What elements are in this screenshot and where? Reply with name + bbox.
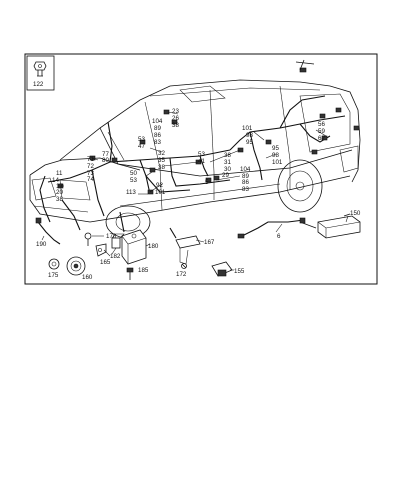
callout: 182 <box>110 253 121 260</box>
callout: 11 <box>56 170 63 177</box>
callout: 89 <box>154 125 161 132</box>
callout: 50 <box>130 170 137 177</box>
callout: 26 <box>172 115 179 122</box>
callout: 98 <box>246 132 253 139</box>
callout: 23 <box>172 108 179 115</box>
callout: 150 <box>350 210 361 217</box>
callout: 172 <box>176 271 187 278</box>
callout: 160 <box>82 274 93 281</box>
callout: 167 <box>204 239 215 246</box>
part-150-module <box>299 213 361 239</box>
callout: 17 <box>56 183 63 190</box>
callout: 175 <box>48 272 59 279</box>
callout: 53 <box>130 177 137 184</box>
callout: 29 <box>222 172 229 179</box>
part-180-control-unit <box>121 229 147 265</box>
part-172-screw <box>181 263 187 269</box>
callout: 83 <box>154 139 161 146</box>
callout: 155 <box>234 268 245 275</box>
part-185-bolt <box>126 267 134 280</box>
callout: 80 <box>102 157 109 164</box>
callout: 86 <box>154 132 161 139</box>
diagram-frame <box>24 53 378 285</box>
callout: 53 <box>138 136 145 143</box>
callout: 113 <box>126 189 136 196</box>
callout: 92 <box>156 182 163 189</box>
callout: 6 <box>277 233 281 240</box>
part-190-harness <box>35 217 61 245</box>
callout: 62 <box>318 135 325 142</box>
wiring-harness <box>39 95 346 233</box>
callout: 20 <box>56 189 63 196</box>
callout: 101 <box>155 189 166 196</box>
callout: 185 <box>138 267 149 274</box>
callout: 95 <box>272 145 279 152</box>
rear-wheel <box>277 159 323 213</box>
callout: 74 <box>87 176 94 183</box>
callout: 32 <box>158 150 165 157</box>
callout: 83 <box>242 186 249 193</box>
callout: 180 <box>148 243 159 250</box>
callout: 47 <box>138 143 145 150</box>
callout: 5 <box>205 179 209 186</box>
part-170-sensor <box>84 232 92 246</box>
part-160-horn <box>66 256 86 276</box>
callout: 35 <box>158 157 165 164</box>
callout: 56 <box>318 121 325 128</box>
part-167-bracket <box>169 227 201 265</box>
clip-icon <box>33 61 47 77</box>
callout: 38 <box>56 196 63 203</box>
callout: 41 <box>198 158 205 165</box>
callout: 104 <box>152 118 163 125</box>
inset-label: 122 <box>33 81 44 88</box>
callout: 95 <box>246 139 253 146</box>
callout: 38 <box>172 122 179 129</box>
callout: 98 <box>272 152 279 159</box>
callout: 30 <box>224 166 231 173</box>
part-6-cable <box>237 217 306 239</box>
callout: 38 <box>158 164 165 171</box>
callout: 38 <box>224 152 231 159</box>
callout: 89 <box>242 173 249 180</box>
callout: 59 <box>318 128 325 135</box>
callout: 165 <box>100 259 111 266</box>
callout: 86 <box>242 179 249 186</box>
callout: 101 <box>242 125 253 132</box>
callout: 73 <box>87 170 94 177</box>
callout: 53 <box>198 151 205 158</box>
callout: 104 <box>240 166 251 173</box>
callout: 190 <box>36 241 47 248</box>
callout: 71 <box>87 156 94 163</box>
part-175-sensor <box>48 258 60 270</box>
callout: 72 <box>87 163 94 170</box>
callout: 14 <box>52 177 59 184</box>
leader-lines <box>41 111 349 271</box>
callout: 77 <box>102 151 109 158</box>
callout: 101 <box>272 159 283 166</box>
callout: 170 <box>106 233 117 240</box>
callout: 31 <box>224 159 231 166</box>
callout-labels: 23 26 38 104 89 86 83 53 47 101 98 95 56… <box>36 108 361 281</box>
